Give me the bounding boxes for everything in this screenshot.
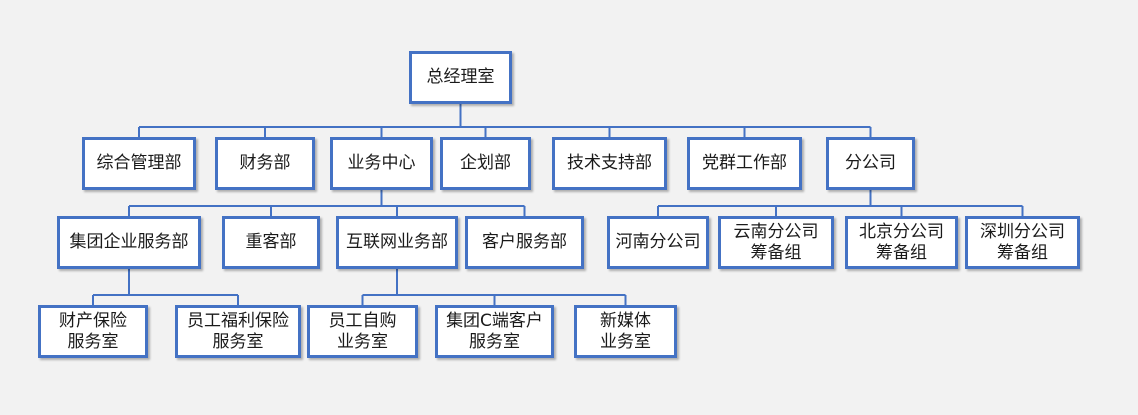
node-shenzhen: 深圳分公司 筹备组	[965, 216, 1080, 269]
node-zonghe: 综合管理部	[82, 137, 196, 190]
node-caichan: 财产保险 服务室	[38, 305, 148, 358]
node-qihua: 企划部	[440, 137, 531, 190]
node-jituanC: 集团C端客户 服务室	[435, 305, 554, 358]
node-zhongke: 重客部	[222, 216, 320, 269]
node-yuangonggou: 员工自购 业务室	[307, 305, 418, 358]
node-jituan: 集团企业服务部	[57, 216, 201, 269]
node-jishu: 技术支持部	[552, 137, 667, 190]
node-kehu: 客户服务部	[465, 216, 584, 269]
node-fengongsi: 分公司	[826, 137, 915, 190]
node-xinmeiti: 新媒体 业务室	[574, 305, 677, 358]
node-yewu: 业务中心	[330, 137, 433, 190]
node-gm: 总经理室	[409, 51, 512, 104]
node-dangqun: 党群工作部	[687, 137, 802, 190]
node-beijing: 北京分公司 筹备组	[845, 216, 958, 269]
node-caiwu: 财务部	[215, 137, 315, 190]
node-yunnan: 云南分公司 筹备组	[718, 216, 834, 269]
node-hulianwang: 互联网业务部	[336, 216, 458, 269]
node-yuangongfuli: 员工福利保险 服务室	[175, 305, 301, 358]
node-henan: 河南分公司	[607, 216, 709, 269]
